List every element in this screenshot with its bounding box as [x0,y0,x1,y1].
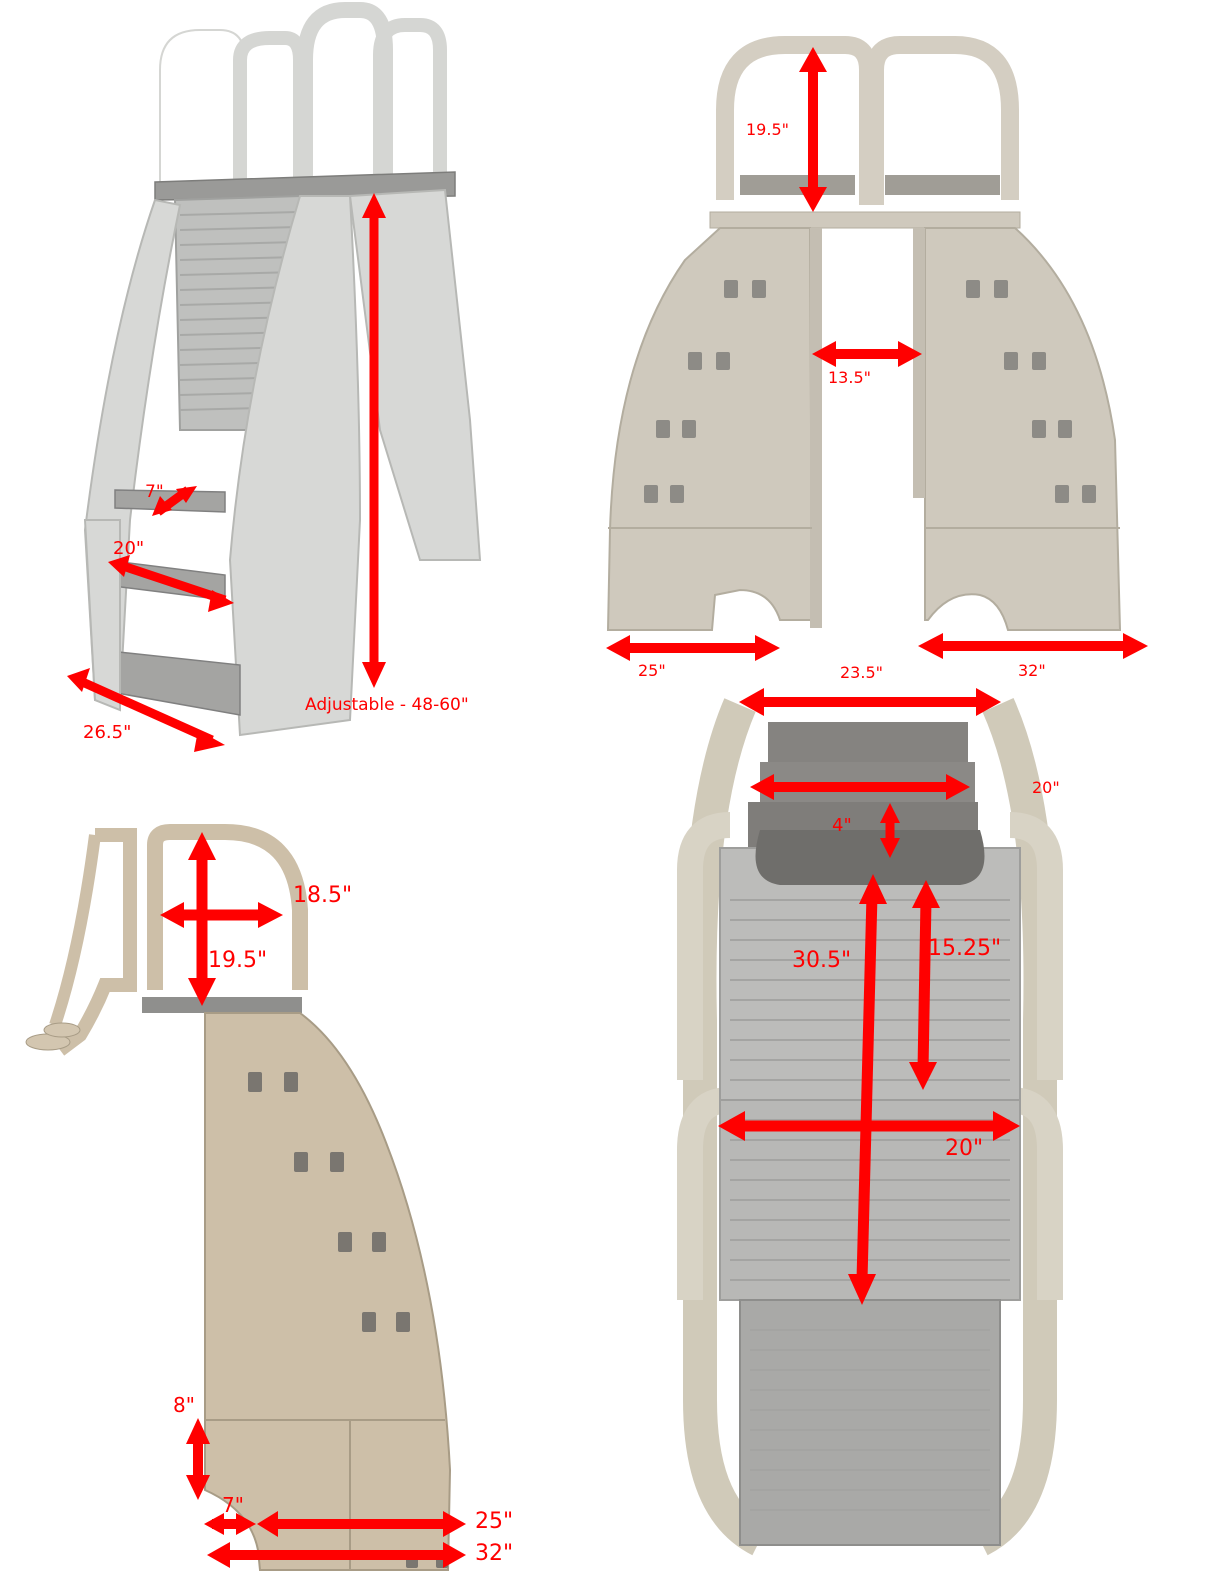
front-dimension-arrows [606,47,1148,661]
front-handrail-height-label: 19.5" [746,120,789,139]
top-riser-height-label: 4" [832,815,852,836]
top-ladder-illustration [677,698,1063,1556]
front-left-base-label: 25" [638,661,666,680]
perspective-view: 7" 20" 26.5" Adjustable - 48-60" [0,0,600,780]
side-view: 18.5" 19.5" 8" 7" 25" 32" [0,810,600,1572]
top-outer-width-label: 23.5" [840,663,883,682]
perspective-step-depth-label: 7" [145,482,164,502]
top-platform-width-label: 20" [945,1136,984,1161]
perspective-base-depth-label: 26.5" [83,722,132,743]
perspective-step-width-label: 20" [113,538,145,559]
side-dimension-arrows [160,832,466,1568]
side-notch-width-label: 7" [222,1493,244,1517]
perspective-ladder-illustration [83,2,482,737]
top-step-width-label: 20" [1032,778,1060,797]
top-total-length-label: 30.5" [792,948,852,973]
front-right-base-label: 32" [1018,661,1046,680]
top-view: 23.5" 20" 4" 30.5" 15.25" 20" [600,660,1214,1572]
perspective-dimension-arrows [67,193,386,752]
side-rail-width-label: 18.5" [293,883,353,908]
perspective-height-label: Adjustable - 48-60" [305,695,469,715]
side-foot-height-label: 8" [173,1393,195,1417]
front-ladder-illustration [606,36,1122,631]
front-gap-width-label: 13.5" [828,368,871,387]
side-ladder-illustration [25,824,452,1571]
side-rail-height-label: 19.5" [208,948,268,973]
top-section-length-label: 15.25" [928,936,1002,961]
side-base-length-label: 25" [475,1509,514,1534]
side-total-length-label: 32" [475,1541,514,1566]
front-view: 19.5" 13.5" 25" 32" [600,0,1214,690]
top-dimension-arrows [718,688,1020,1305]
